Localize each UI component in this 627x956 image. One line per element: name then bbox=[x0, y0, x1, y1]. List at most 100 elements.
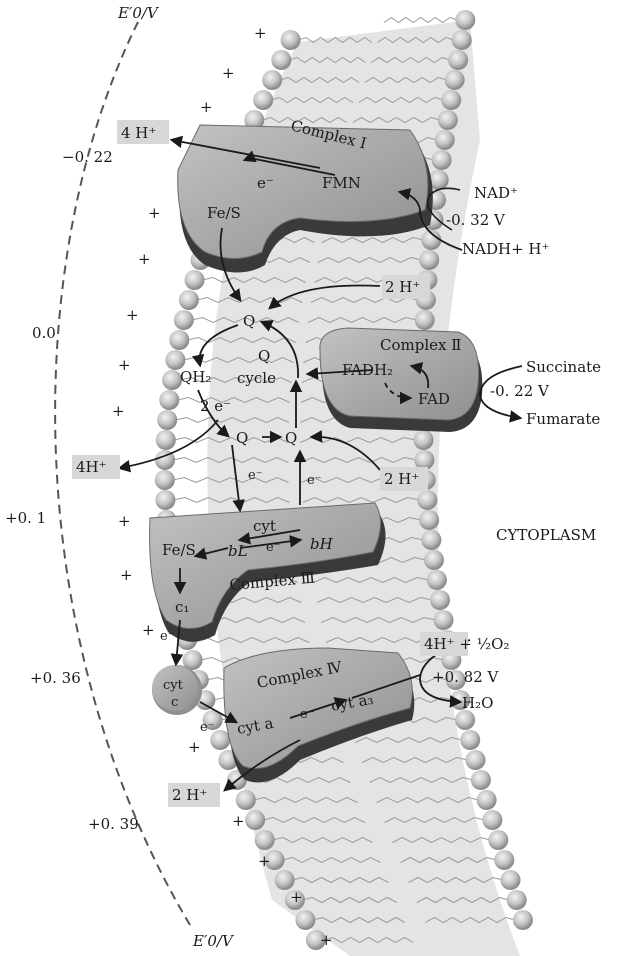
bh-label: bH bbox=[310, 535, 334, 553]
fumarate-label: Fumarate bbox=[526, 410, 600, 428]
lipid-head bbox=[255, 830, 275, 850]
lipid-head bbox=[236, 790, 256, 810]
lipid-head bbox=[477, 790, 497, 810]
c1-electron-label: e⁻ bbox=[160, 629, 175, 644]
plus-sign: + bbox=[320, 931, 333, 949]
lipid-head bbox=[419, 250, 439, 270]
plus-sign: + bbox=[200, 98, 213, 116]
plus-sign: + bbox=[120, 566, 133, 584]
lipid-head bbox=[455, 10, 475, 30]
c1-label: c₁ bbox=[175, 598, 189, 616]
lipid-head bbox=[482, 810, 502, 830]
lipid-head bbox=[253, 90, 273, 110]
plus-sign: + bbox=[188, 738, 201, 756]
plus-sign: + bbox=[254, 24, 267, 42]
lipid-head bbox=[507, 890, 527, 910]
lipid-head bbox=[155, 490, 175, 510]
lipid-head bbox=[466, 750, 486, 770]
potential-label-3: +0. 1 bbox=[5, 509, 46, 527]
complex3-fes-label: Fe/S bbox=[162, 541, 196, 559]
lipid-head bbox=[155, 470, 175, 490]
q-cycle-text: cycle bbox=[237, 369, 276, 387]
complex4-potential: +0. 82 V bbox=[432, 668, 500, 686]
q-left-label: Q bbox=[236, 429, 248, 447]
lipid-head bbox=[159, 390, 179, 410]
nad-label: NAD⁺ bbox=[474, 184, 518, 202]
lipid-head bbox=[165, 350, 185, 370]
lipid-head bbox=[430, 590, 450, 610]
lipid-head bbox=[281, 30, 301, 50]
lipid-head bbox=[174, 310, 194, 330]
plus-sign: + bbox=[222, 64, 235, 82]
plus-sign: + bbox=[290, 888, 303, 906]
plus-sign: + bbox=[118, 356, 131, 374]
plus-sign: + bbox=[258, 852, 271, 870]
potential-label-2: 0.0 bbox=[32, 324, 56, 342]
lipid-head bbox=[245, 810, 265, 830]
lipid-head bbox=[435, 130, 455, 150]
oxygen-reactant: 4H⁺ + ½O₂ bbox=[424, 635, 510, 653]
q-right-label: Q bbox=[285, 429, 297, 447]
lipid-head bbox=[488, 830, 508, 850]
plus-sign: + bbox=[232, 812, 245, 830]
lipid-head bbox=[417, 490, 437, 510]
potential-label-4: +0. 36 bbox=[30, 669, 81, 687]
lipid-head bbox=[419, 510, 439, 530]
complex-2-label: Complex Ⅱ bbox=[380, 336, 461, 354]
complex1-potential: -0. 32 V bbox=[446, 211, 506, 229]
bl-label: bL bbox=[228, 542, 248, 560]
lipid-head bbox=[179, 290, 199, 310]
complex3-cyt-label: cyt bbox=[253, 517, 276, 535]
lipid-head bbox=[452, 30, 472, 50]
complex2-potential: -0. 22 V bbox=[490, 382, 550, 400]
plus-sign: + bbox=[112, 402, 125, 420]
cytoplasm-label: CYTOPLASM bbox=[496, 526, 596, 544]
lipid-tail bbox=[384, 18, 457, 23]
nadh-label: NADH+ H⁺ bbox=[462, 240, 549, 258]
cytc-label-line1: cyt bbox=[163, 678, 184, 693]
succinate-label: Succinate bbox=[526, 358, 601, 376]
axis-top-label: E′0/V bbox=[117, 4, 160, 22]
plus-sign: + bbox=[148, 204, 161, 222]
plus-sign: + bbox=[142, 621, 155, 639]
lipid-head bbox=[169, 330, 189, 350]
lipid-head bbox=[460, 730, 480, 750]
complex3-electron-label: e⁻ bbox=[266, 540, 281, 555]
lipid-head bbox=[445, 70, 465, 90]
lipid-head bbox=[415, 310, 435, 330]
lipid-head bbox=[156, 430, 176, 450]
lipid-head bbox=[271, 50, 291, 70]
cytc-electron-label: e⁻ bbox=[200, 720, 215, 735]
water-label: H₂O bbox=[462, 694, 493, 712]
lipid-head bbox=[432, 150, 452, 170]
plus-sign: + bbox=[138, 250, 151, 268]
qcycle-proton-out: 4H⁺ bbox=[76, 458, 107, 476]
lipid-head bbox=[471, 770, 491, 790]
lipid-head bbox=[275, 870, 295, 890]
lipid-head bbox=[501, 870, 521, 890]
lipid-head bbox=[438, 110, 458, 130]
lipid-head bbox=[185, 270, 205, 290]
potential-label-5: +0. 39 bbox=[88, 815, 139, 833]
lipid-head bbox=[494, 850, 514, 870]
plus-sign: + bbox=[126, 306, 139, 324]
fad-label: FAD bbox=[418, 390, 450, 408]
complex1-proton-out: 4 H⁺ bbox=[121, 124, 156, 142]
lipid-head bbox=[414, 430, 434, 450]
two-electron-label: 2 e⁻ bbox=[200, 397, 231, 415]
lipid-head bbox=[513, 910, 533, 930]
potential-label-1: −0. 22 bbox=[62, 148, 113, 166]
q-top-label: Q bbox=[243, 312, 255, 330]
proton-in-top: 2 H⁺ bbox=[385, 278, 420, 296]
fadh2-label: FADH₂ bbox=[342, 361, 393, 379]
lipid-head bbox=[157, 410, 177, 430]
fmn-label: FMN bbox=[322, 174, 361, 192]
lipid-head bbox=[424, 550, 444, 570]
lipid-head bbox=[455, 710, 475, 730]
lipid-head bbox=[441, 90, 461, 110]
lipid-head bbox=[421, 530, 441, 550]
qh2-label: QH₂ bbox=[180, 368, 211, 386]
lipid-head bbox=[427, 570, 447, 590]
lipid-head bbox=[295, 910, 315, 930]
complex1-fes-label: Fe/S bbox=[207, 204, 241, 222]
